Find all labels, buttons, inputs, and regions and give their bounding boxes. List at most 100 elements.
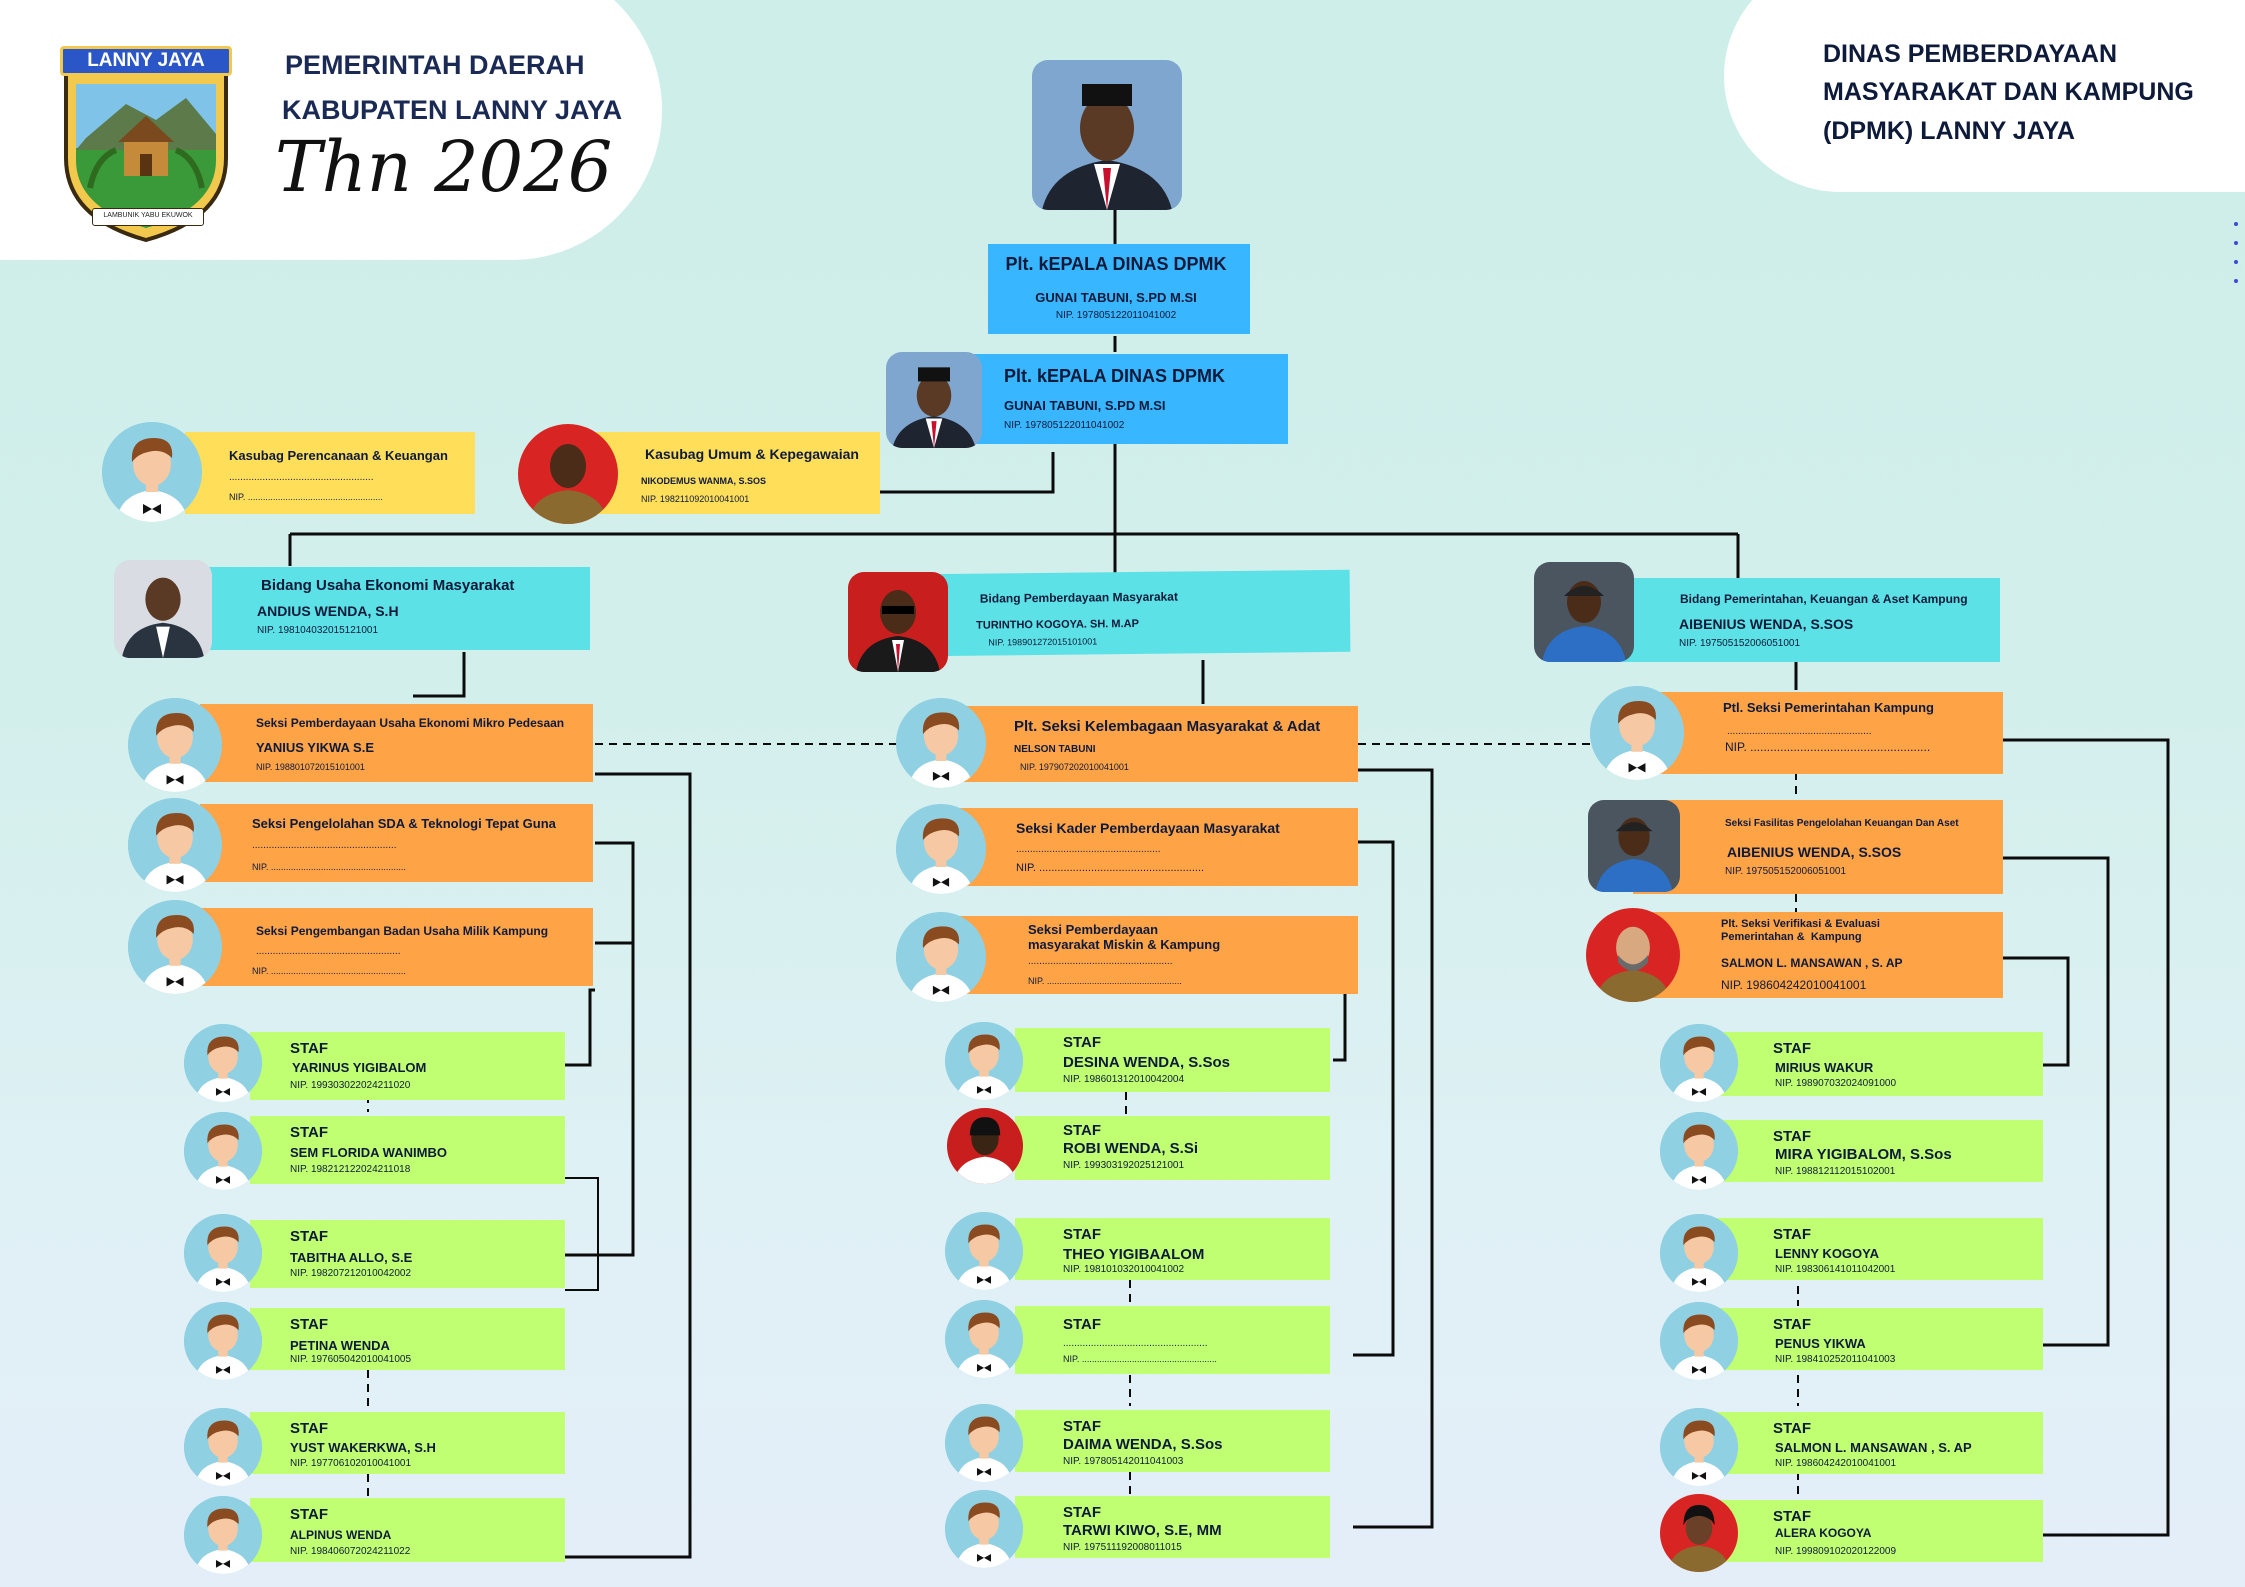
person-photo-icon [1534, 562, 1634, 662]
staf-left-5-title: STAF [290, 1420, 329, 1437]
bidang-2-photo [848, 572, 948, 672]
seksi-left-box-2: Seksi Pengelolahan SDA & Teknologi Tepat… [200, 804, 593, 882]
logo-motto: LAMBUNIK YABU EKUWOK [92, 208, 204, 226]
seksi-right-2-photo [1588, 800, 1680, 892]
person-photo-icon [848, 572, 948, 672]
avatar-placeholder-icon [1660, 1024, 1738, 1102]
staf-right-6-nip: NIP. 199809102020122009 [1775, 1546, 1897, 1557]
avatar-placeholder-icon [102, 422, 202, 522]
staf-right-2-nip: NIP. 198812112015102001 [1775, 1166, 1896, 1177]
avatar-placeholder-icon [128, 698, 222, 792]
head-second-photo [886, 352, 982, 448]
staf-left-3-name: TABITHA ALLO, S.E [290, 1250, 413, 1265]
header-left-line2: KABUPATEN LANNY JAYA [282, 95, 623, 125]
head-box-second: Plt. kEPALA DINAS DPMK GUNAI TABUNI, S.P… [950, 354, 1288, 444]
avatar-placeholder-icon [184, 1024, 262, 1102]
staf-mid-box-1: STAF DESINA WENDA, S.Sos NIP. 1986013120… [1015, 1028, 1330, 1092]
avatar-placeholder-icon [128, 900, 222, 994]
decorative-dots [2234, 222, 2240, 298]
kasubag-2-title: Kasubag Umum & Kepegawaian [645, 446, 859, 462]
seksi-right-3-nip: NIP. 198604242010041001 [1721, 978, 1867, 992]
head-top-nip: NIP. 197805122011041002 [1055, 310, 1177, 321]
staf-left-6-nip: NIP. 198406072024211022 [290, 1546, 411, 1557]
seksi-mid-2-title: Seksi Kader Pemberdayaan Masyarakat [1016, 820, 1280, 836]
seksi-left-1-avatar [128, 698, 222, 792]
bidang-2-title: Bidang Pemberdayaan Masyarakat [979, 589, 1178, 606]
seksi-left-2-name: ........................................… [252, 840, 397, 851]
staf-mid-1-nip: NIP. 198601312010042004 [1063, 1074, 1185, 1085]
staf-left-4-title: STAF [290, 1316, 329, 1333]
seksi-right-3-name: SALMON L. MANSAWAN , S. AP [1721, 956, 1903, 970]
staf-mid-box-2: STAF ROBI WENDA, S.Si NIP. 1993031920251… [1015, 1116, 1330, 1180]
staf-right-6-photo [1660, 1494, 1738, 1572]
staf-left-3-nip: NIP. 198207212010042002 [290, 1268, 412, 1279]
shield-emblem-icon [64, 50, 228, 243]
seksi-mid-3-avatar [896, 912, 986, 1002]
staf-left-6-title: STAF [290, 1506, 329, 1523]
seksi-left-2-avatar [128, 798, 222, 892]
seksi-right-3-title: Plt. Seksi Verifikasi & Evaluasi Pemerin… [1721, 918, 1880, 943]
bidang-box-1: Bidang Usaha Ekonomi Masyarakat ANDIUS W… [195, 567, 590, 650]
staf-mid-1-avatar [945, 1022, 1023, 1100]
seksi-left-3-name: ........................................… [256, 946, 401, 957]
staf-left-box-6: STAF ALPINUS WENDA NIP. 1984060720242110… [250, 1498, 565, 1562]
avatar-placeholder-icon [896, 698, 986, 788]
bidang-2-name: TURINTHO KOGOYA. SH. M.AP [976, 617, 1139, 632]
staf-mid-3-avatar [945, 1212, 1023, 1290]
avatar-placeholder-icon [945, 1490, 1023, 1568]
avatar-placeholder-icon [184, 1496, 262, 1574]
staf-mid-4-title: STAF [1063, 1316, 1102, 1333]
bidang-box-3: Bidang Pemerintahan, Keuangan & Aset Kam… [1615, 578, 2000, 662]
staf-right-4-nip: NIP. 198410252011041003 [1775, 1354, 1896, 1365]
staf-right-5-avatar [1660, 1408, 1738, 1486]
seksi-right-1-nip: NIP. ...................................… [1725, 740, 1931, 754]
bidang-2-nip: NIP. 198901272015101001 [988, 636, 1098, 648]
kasubag-1-nip: NIP. ...................................… [229, 492, 383, 502]
bidang-3-title: Bidang Pemerintahan, Keuangan & Aset Kam… [1680, 592, 1968, 606]
head-top-title: Plt. kEPALA DINAS DPMK [1005, 254, 1227, 274]
staf-left-box-4: STAF PETINA WENDA NIP. 19760504201004100… [250, 1308, 565, 1370]
avatar-placeholder-icon [128, 798, 222, 892]
header-year: Thn 2026 [275, 126, 613, 208]
avatar-placeholder-icon [945, 1300, 1023, 1378]
seksi-mid-2-avatar [896, 804, 986, 894]
head-second-title: Plt. kEPALA DINAS DPMK [1004, 366, 1226, 386]
head-box-top: Plt. kEPALA DINAS DPMK GUNAI TABUNI, S.P… [988, 244, 1250, 334]
bidang-1-name: ANDIUS WENDA, S.H [257, 603, 399, 619]
staf-mid-box-5: STAF DAIMA WENDA, S.Sos NIP. 19780514201… [1015, 1410, 1330, 1472]
person-photo-icon [886, 352, 982, 448]
staf-right-5-nip: NIP. 198604242010041001 [1775, 1458, 1897, 1469]
kasubag-1-title: Kasubag Perencanaan & Keuangan [229, 448, 448, 463]
staf-right-1-nip: NIP. 198907032024091000 [1775, 1078, 1897, 1089]
staf-right-3-nip: NIP. 198306141011042001 [1775, 1264, 1896, 1275]
bidang-1-nip: NIP. 198104032015121001 [257, 625, 379, 636]
avatar-placeholder-icon [1660, 1408, 1738, 1486]
seksi-left-2-title: Seksi Pengelolahan SDA & Teknologi Tepat… [252, 816, 556, 831]
seksi-mid-1-title: Plt. Seksi Kelembagaan Masyarakat & Adat [1014, 718, 1321, 735]
head-second-name: GUNAI TABUNI, S.PD M.SI [1004, 398, 1166, 413]
bidang-3-photo [1534, 562, 1634, 662]
seksi-mid-3-nip: NIP. ...................................… [1028, 976, 1182, 986]
person-photo-icon [1660, 1494, 1738, 1572]
avatar-placeholder-icon [184, 1112, 262, 1190]
kasubag-1-name: ........................................… [229, 472, 374, 483]
staf-right-box-2: STAF MIRA YIGIBALOM, S.Sos NIP. 19881211… [1695, 1120, 2043, 1182]
staf-right-4-avatar [1660, 1302, 1738, 1380]
staf-left-1-title: STAF [290, 1040, 329, 1057]
kasubag-2-name: NIKODEMUS WANMA, S.SOS [641, 476, 767, 486]
staf-right-2-avatar [1660, 1112, 1738, 1190]
head-second-nip: NIP. 197805122011041002 [1004, 420, 1125, 431]
header-right-line3: (DPMK) LANNY JAYA [1823, 117, 2075, 145]
staf-right-4-name: PENUS YIKWA [1775, 1336, 1866, 1351]
staf-left-5-name: YUST WAKERKWA, S.H [290, 1440, 436, 1455]
header-right-line2: MASYARAKAT DAN KAMPUNG [1823, 78, 2194, 106]
seksi-mid-box-2: Seksi Kader Pemberdayaan Masyarakat ....… [960, 808, 1358, 886]
staf-mid-6-title: STAF [1063, 1504, 1102, 1521]
avatar-placeholder-icon [945, 1212, 1023, 1290]
staf-left-6-name: ALPINUS WENDA [290, 1528, 392, 1542]
kasubag-2-nip: NIP. 198211092010041001 [641, 494, 750, 504]
staf-left-4-nip: NIP. 197605042010041005 [290, 1354, 412, 1365]
staf-mid-5-name: DAIMA WENDA, S.Sos [1063, 1436, 1223, 1453]
seksi-right-2-title: Seksi Fasilitas Pengelolahan Keuangan Da… [1725, 818, 1959, 829]
